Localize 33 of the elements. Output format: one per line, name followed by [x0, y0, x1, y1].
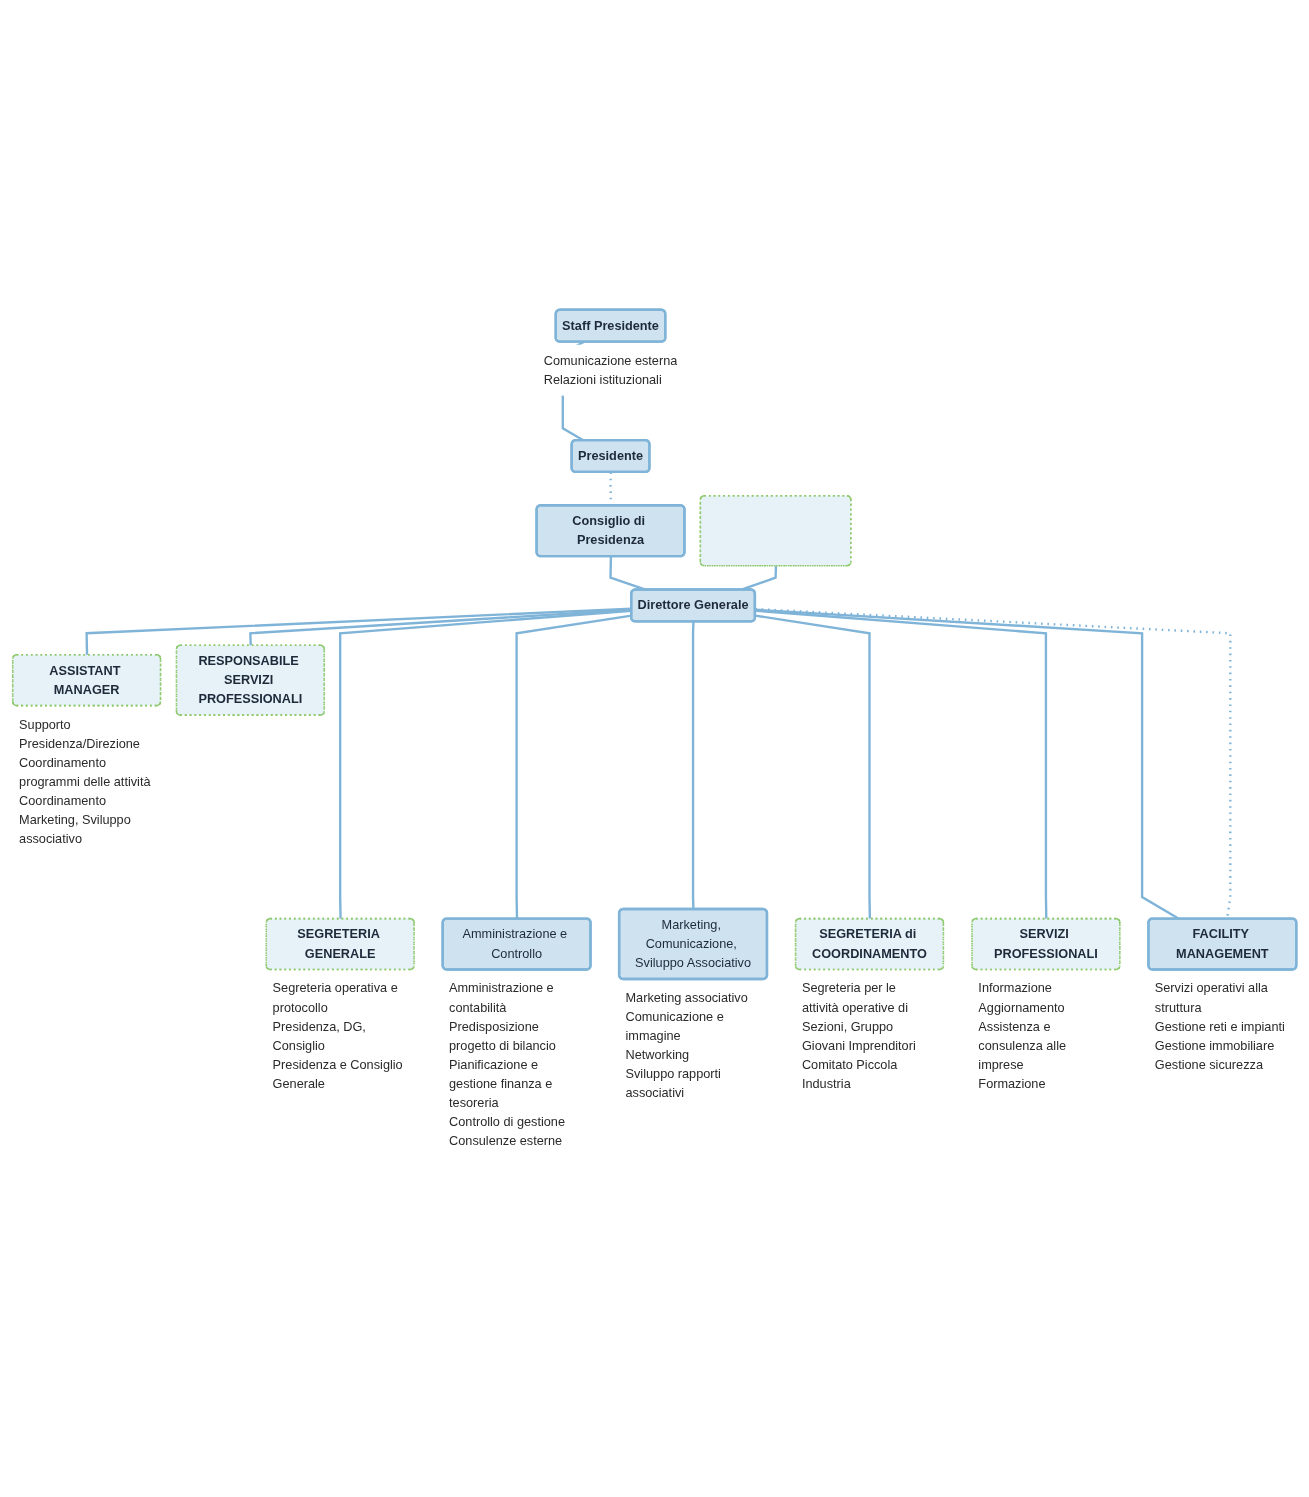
node-label: Supporto Presidenza/Direzione [19, 717, 140, 751]
node-label: Amministrazione e contabilità [449, 981, 554, 1014]
node-label: Formazione [978, 1076, 1046, 1091]
node-label: Comunicazione esterna [543, 353, 678, 368]
node-label: Segreteria operativa e protocollo [272, 981, 398, 1014]
node-label: Networking [625, 1048, 690, 1062]
connector [755, 614, 872, 919]
node-label: Comunicazione e immagine [625, 1009, 724, 1043]
node-label: Servizi operativi alla struttura [1154, 981, 1268, 1014]
node-label: Coordinamento Marketing, Sviluppo associativo [19, 793, 131, 846]
node-label: Predisposizione progetto di bilancio [449, 1019, 556, 1053]
connector [85, 607, 632, 656]
connector [515, 614, 632, 919]
node-label: Consulenze esterne [449, 1133, 563, 1148]
node-label: Coordinamento programmi delle attività [19, 755, 151, 789]
connector [755, 609, 1048, 919]
node-label: Sviluppo rapporti associativi [625, 1067, 721, 1100]
node-label: Controllo di gestione [449, 1114, 565, 1129]
connector [339, 609, 632, 919]
connector [691, 621, 695, 910]
node-label: Segreteria per le attività operative di Sezioni, Gruppo Giovani Imprenditori Comitato Piccola Industria [801, 981, 916, 1091]
node-label: Assistenza e consulenza alle imprese [978, 1019, 1067, 1072]
node-label: Relazioni istituzionali [543, 372, 662, 387]
node-label: Marketing associativo [625, 990, 748, 1005]
node-label: Pianificazione e gestione finanza e tesoreria [449, 1057, 553, 1110]
node-label: Gestione sicurezza [1154, 1057, 1263, 1072]
connector [249, 608, 632, 646]
node-label: Aggiornamento [978, 1000, 1065, 1014]
node-label: Presidenza e Consiglio Generale [272, 1057, 403, 1091]
node-label: Gestione immobiliare [1154, 1038, 1275, 1053]
node-label: Presidenza, DG, Consiglio [272, 1019, 366, 1053]
node-label: Informazione [978, 981, 1052, 995]
node-label: Gestione reti e impianti [1154, 1019, 1285, 1034]
